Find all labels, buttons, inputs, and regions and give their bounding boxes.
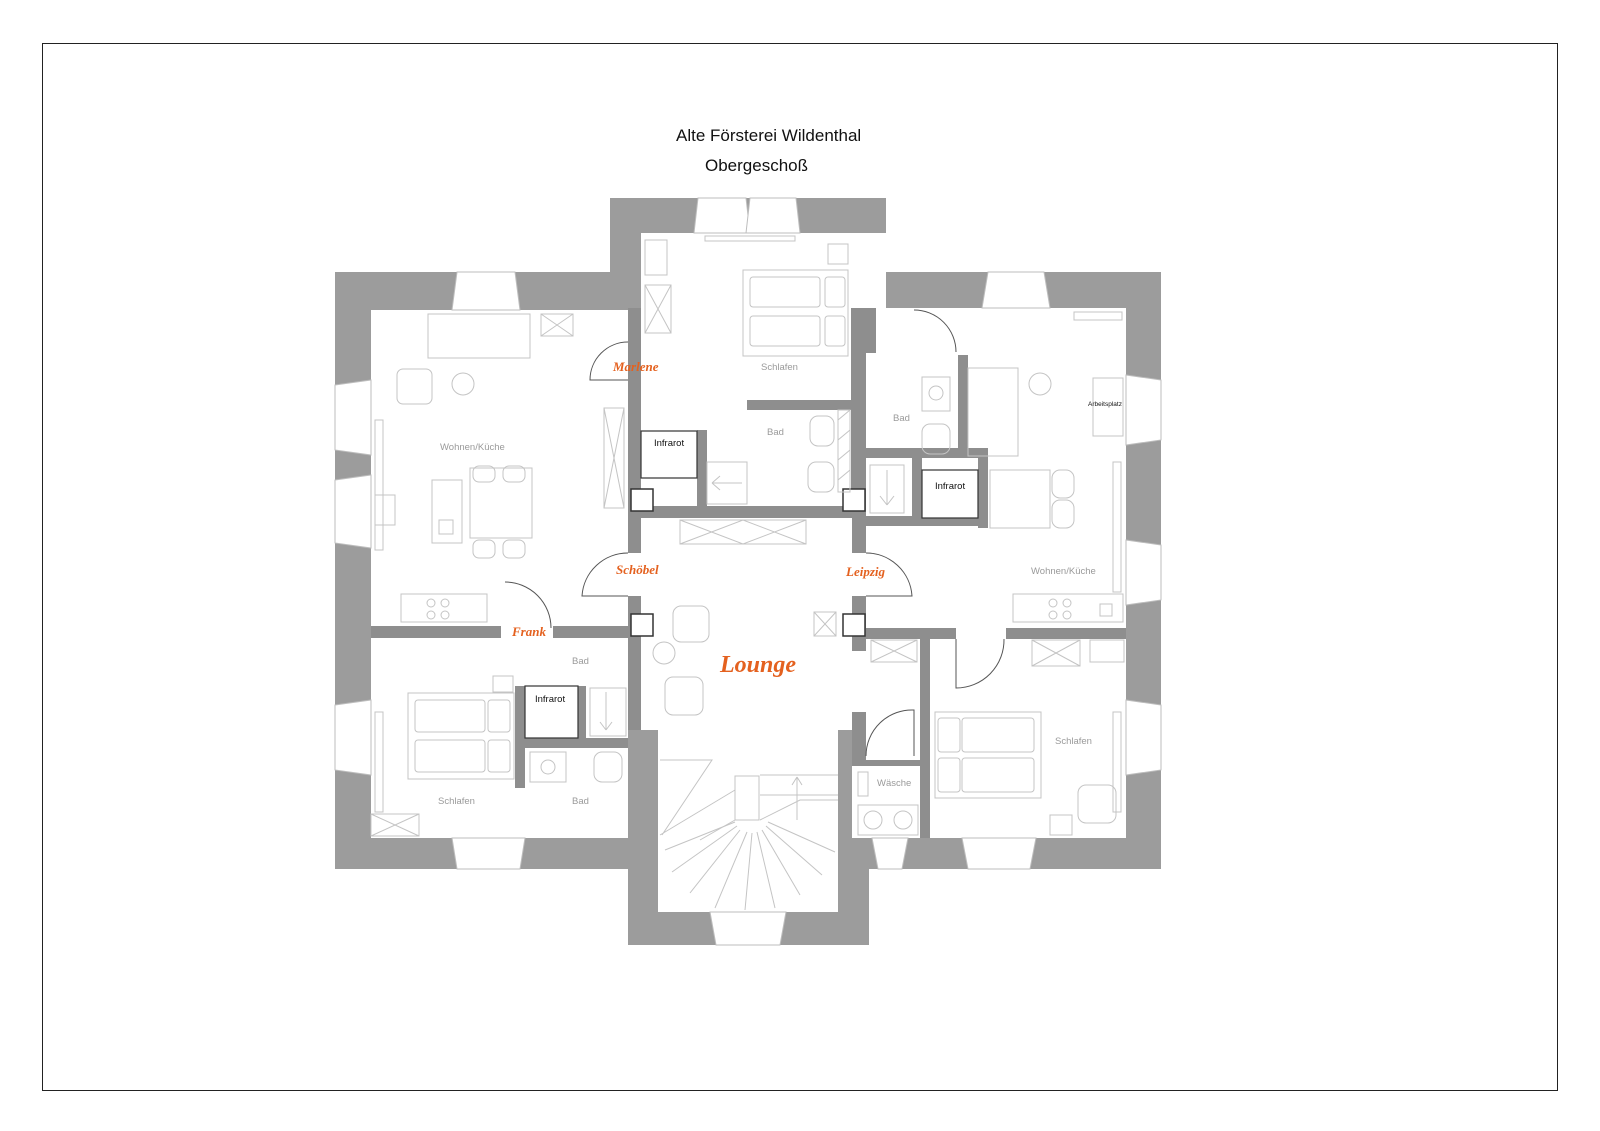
wall-bad-east	[866, 448, 981, 458]
interior-walls	[371, 308, 1126, 838]
apartment-name-schoebel: Schöbel	[616, 562, 659, 577]
column	[842, 488, 866, 512]
wall-bad-sw	[525, 738, 628, 748]
wall-infrarot-east	[978, 448, 988, 528]
column	[842, 613, 866, 637]
windows	[334, 197, 1162, 946]
window	[1125, 374, 1162, 446]
labels: Wohnen/Küche Wohnen/Küche Schlafen Schla…	[438, 359, 1122, 807]
room-label-schlafen-north: Schlafen	[761, 362, 798, 373]
wall-frank-north-b	[553, 626, 641, 638]
furniture	[370, 235, 1125, 911]
plan-title: Alte Försterei Wildenthal	[676, 126, 862, 145]
infrared-cabin-north	[640, 430, 698, 479]
window	[334, 474, 372, 549]
wall-bad-north	[747, 400, 851, 410]
drawing-frame	[42, 43, 1558, 1091]
door-schoebel	[581, 552, 629, 597]
wall-infrarot-north-east	[697, 430, 707, 508]
apartment-name-marlene: Marlene	[612, 359, 659, 374]
door-schlafen-se	[955, 638, 1005, 689]
outer-walls	[335, 198, 1161, 945]
doors	[504, 309, 1005, 757]
wall-bad-east-side	[958, 355, 968, 458]
room-label-schlafen-southeast: Schlafen	[1055, 736, 1092, 747]
apartment-name-leipzig: Leipzig	[845, 564, 885, 579]
column	[630, 613, 654, 637]
wall-infrarot-sw-east	[578, 686, 586, 738]
window	[1125, 699, 1162, 776]
window	[334, 379, 372, 456]
wall-stub	[852, 518, 866, 553]
infrared-cabins	[524, 430, 979, 739]
plan-subtitle: Obergeschoß	[705, 156, 808, 175]
wall-infrarot-sw	[515, 686, 525, 788]
door-bad-east	[913, 309, 957, 353]
window	[961, 837, 1037, 870]
window	[709, 911, 787, 946]
window	[451, 271, 521, 311]
infrared-cabin-east	[921, 469, 979, 519]
infrared-label-north: Infrarot	[654, 438, 684, 449]
door-frank	[504, 581, 552, 629]
window	[745, 197, 801, 234]
infrared-label-southwest: Infrarot	[535, 694, 565, 705]
apartment-name-frank: Frank	[511, 624, 546, 639]
wall-east-mid-b	[1006, 628, 1126, 639]
window	[981, 271, 1051, 309]
window	[334, 699, 372, 776]
wall-lounge-north	[628, 506, 866, 518]
wall-stub	[628, 518, 641, 553]
building-shell	[335, 198, 1161, 945]
column	[630, 488, 654, 512]
room-label-bad-north: Bad	[767, 427, 784, 438]
room-label-schlafen-southwest: Schlafen	[438, 796, 475, 807]
wall-waesche	[852, 712, 866, 762]
lounge-label: Lounge	[719, 652, 796, 678]
window	[693, 197, 751, 234]
room-label-wohnen-west: Wohnen/Küche	[440, 442, 505, 453]
wall-marlene-east	[628, 308, 641, 508]
infrared-cabin-southwest	[524, 685, 579, 739]
wall-frank-north-a	[371, 626, 501, 638]
room-label-bad-sw-bottom: Bad	[572, 796, 589, 807]
room-label-bad-east: Bad	[893, 413, 910, 424]
infrared-label-east: Infrarot	[935, 481, 965, 492]
wall-bad-east-top	[866, 308, 876, 353]
room-label-arbeitsplatz: Arbeitsplatz	[1088, 401, 1122, 408]
wall-schlafen-se-west	[920, 628, 930, 838]
window	[1125, 539, 1162, 606]
window	[451, 837, 526, 870]
wall-waesche-top	[852, 760, 920, 766]
wall-schlafen-east	[851, 308, 866, 508]
room-label-wohnen-east: Wohnen/Küche	[1031, 566, 1096, 577]
wall-infrarot-west	[912, 458, 922, 526]
room-label-waesche: Wäsche	[877, 778, 911, 789]
door-marlene	[589, 341, 629, 381]
room-label-bad-sw-top: Bad	[572, 656, 589, 667]
door-waesche	[865, 709, 915, 757]
door-leipzig	[865, 552, 913, 597]
wall-infrarot-bottom	[866, 516, 978, 526]
window	[871, 837, 909, 870]
wall-east-mid	[866, 628, 956, 639]
